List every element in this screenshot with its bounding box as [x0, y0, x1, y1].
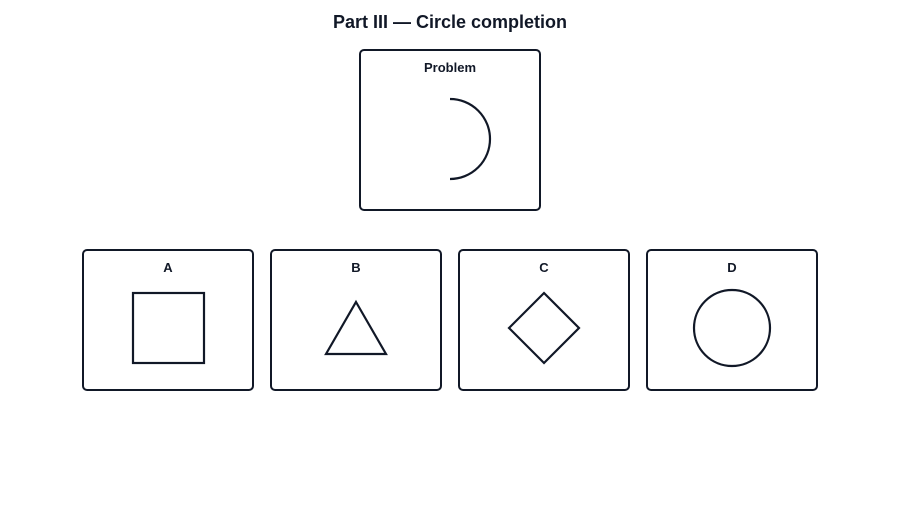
option-b-label: B [351, 260, 361, 275]
option-b-panel[interactable]: B [270, 249, 442, 391]
square-icon [131, 291, 206, 365]
problem-panel: Problem [359, 49, 541, 211]
triangle-icon [324, 299, 388, 356]
problem-label: Problem [423, 60, 476, 75]
page-title: Part III — Circle completion [332, 12, 568, 32]
diamond-icon [507, 291, 581, 365]
circle-icon [692, 288, 772, 368]
option-a-panel[interactable]: A [82, 249, 254, 391]
option-d-panel[interactable]: D [646, 249, 818, 391]
option-c-label: C [539, 260, 549, 275]
option-d-label: D [727, 260, 737, 275]
half-circle-arc-icon [449, 97, 492, 181]
option-c-panel[interactable]: C [458, 249, 630, 391]
option-a-label: A [163, 260, 173, 275]
